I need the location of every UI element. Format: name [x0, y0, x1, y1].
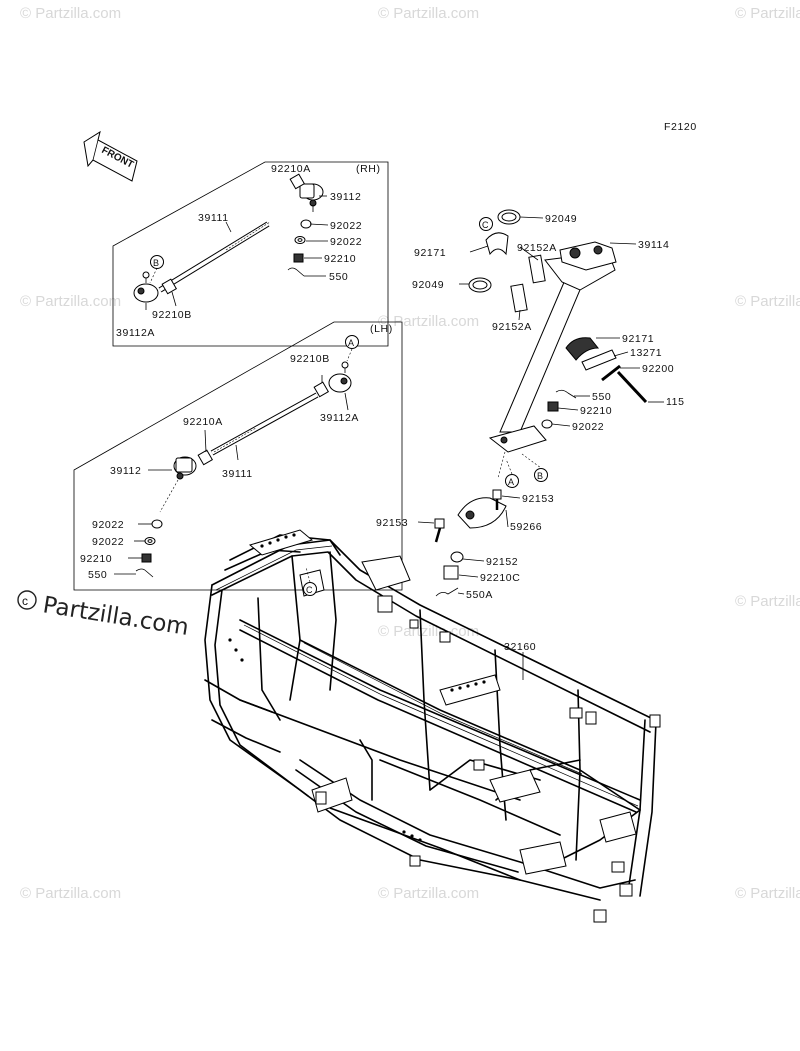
- watermark: © Partzilla.com: [735, 885, 800, 902]
- part-label-59266: 59266: [510, 521, 542, 533]
- ref-c-marker-frame: C: [306, 585, 313, 595]
- part-label-13271: 13271: [630, 347, 662, 359]
- part-label-39112A-rh: 39112A: [116, 327, 155, 339]
- part-label-92022-rh-2: 92022: [330, 236, 362, 248]
- part-label-92171-lower: 92171: [622, 333, 654, 345]
- part-label-550-rh: 550: [329, 271, 348, 283]
- partzilla-big-watermark: Partzilla.com: [41, 592, 190, 641]
- part-label-92200: 92200: [642, 363, 674, 375]
- part-label-92152A-lower: 92152A: [492, 321, 532, 333]
- ref-c-marker-column: C: [482, 220, 489, 230]
- ref-a-marker: A: [348, 338, 354, 348]
- steering-column-assembly: A B C 92049 92171 92152A 39114 92049 921…: [376, 209, 685, 601]
- lh-tie-rod-box: (LH) A 92210: [73, 321, 403, 591]
- watermark: © Partzilla.com: [378, 623, 479, 640]
- part-label-92152: 92152: [486, 556, 518, 568]
- rh-tie-rod-box: (RH) B: [112, 161, 389, 347]
- watermark: © Partzilla.com: [378, 5, 479, 22]
- watermark: © Partzilla.com: [735, 593, 800, 610]
- part-label-92210-column: 92210: [580, 405, 612, 417]
- watermark: © Partzilla.com: [378, 885, 479, 902]
- watermark: © Partzilla.com: [20, 5, 121, 22]
- part-label-32160: 32160: [504, 641, 536, 653]
- watermark: © Partzilla.com: [735, 5, 800, 22]
- part-label-39111-rh: 39111: [198, 212, 229, 224]
- part-label-550A: 550A: [466, 589, 493, 601]
- part-label-92022-column: 92022: [572, 421, 604, 433]
- figure-code: F2120: [664, 121, 697, 133]
- rh-side-label: (RH): [356, 163, 381, 175]
- part-label-92171-top: 92171: [414, 247, 446, 259]
- part-label-92210B-lh: 92210B: [290, 353, 330, 365]
- part-label-39112-rh: 39112: [330, 191, 361, 203]
- part-label-115: 115: [666, 396, 685, 408]
- lh-side-label: (LH): [370, 323, 393, 335]
- watermark: © Partzilla.com: [20, 293, 121, 310]
- watermark: © Partzilla.com: [378, 313, 479, 330]
- part-label-92210B-rh: 92210B: [152, 309, 192, 321]
- part-label-92022-lh-2: 92022: [92, 536, 124, 548]
- watermark-layer: © Partzilla.com © Partzilla.com © Partzi…: [20, 5, 800, 902]
- part-label-92210-rh: 92210: [324, 253, 356, 265]
- part-label-92022-rh-1: 92022: [330, 220, 362, 232]
- part-label-92153-left: 92153: [376, 517, 408, 529]
- part-label-92152A-top: 92152A: [517, 242, 557, 254]
- part-label-550-lh: 550: [88, 569, 107, 581]
- svg-text:c: c: [22, 594, 28, 608]
- part-label-39112-lh: 39112: [110, 465, 141, 477]
- part-label-92210A-rh: 92210A: [271, 163, 311, 175]
- part-label-92153-right: 92153: [522, 493, 554, 505]
- front-arrow-icon: FRONT: [83, 130, 138, 182]
- partzilla-logo-watermark: c Partzilla.com: [17, 590, 191, 641]
- ref-b-marker: B: [153, 258, 159, 268]
- part-label-550-column: 550: [592, 391, 611, 403]
- part-label-92049-top: 92049: [545, 213, 577, 225]
- part-label-92210-lh: 92210: [80, 553, 112, 565]
- ref-a-marker-column: A: [508, 477, 514, 487]
- part-label-92210C: 92210C: [480, 572, 520, 584]
- main-frame-32160: C 32160: [204, 529, 661, 923]
- part-label-92210A-lh: 92210A: [183, 416, 223, 428]
- part-label-39111-lh: 39111: [222, 468, 253, 480]
- ref-b-marker-column: B: [537, 471, 543, 481]
- part-label-92022-lh-1: 92022: [92, 519, 124, 531]
- watermark: © Partzilla.com: [735, 293, 800, 310]
- watermark: © Partzilla.com: [20, 885, 121, 902]
- part-label-39112A-lh: 39112A: [320, 412, 359, 424]
- part-label-92049-lower: 92049: [412, 279, 444, 291]
- part-label-39114: 39114: [638, 239, 669, 251]
